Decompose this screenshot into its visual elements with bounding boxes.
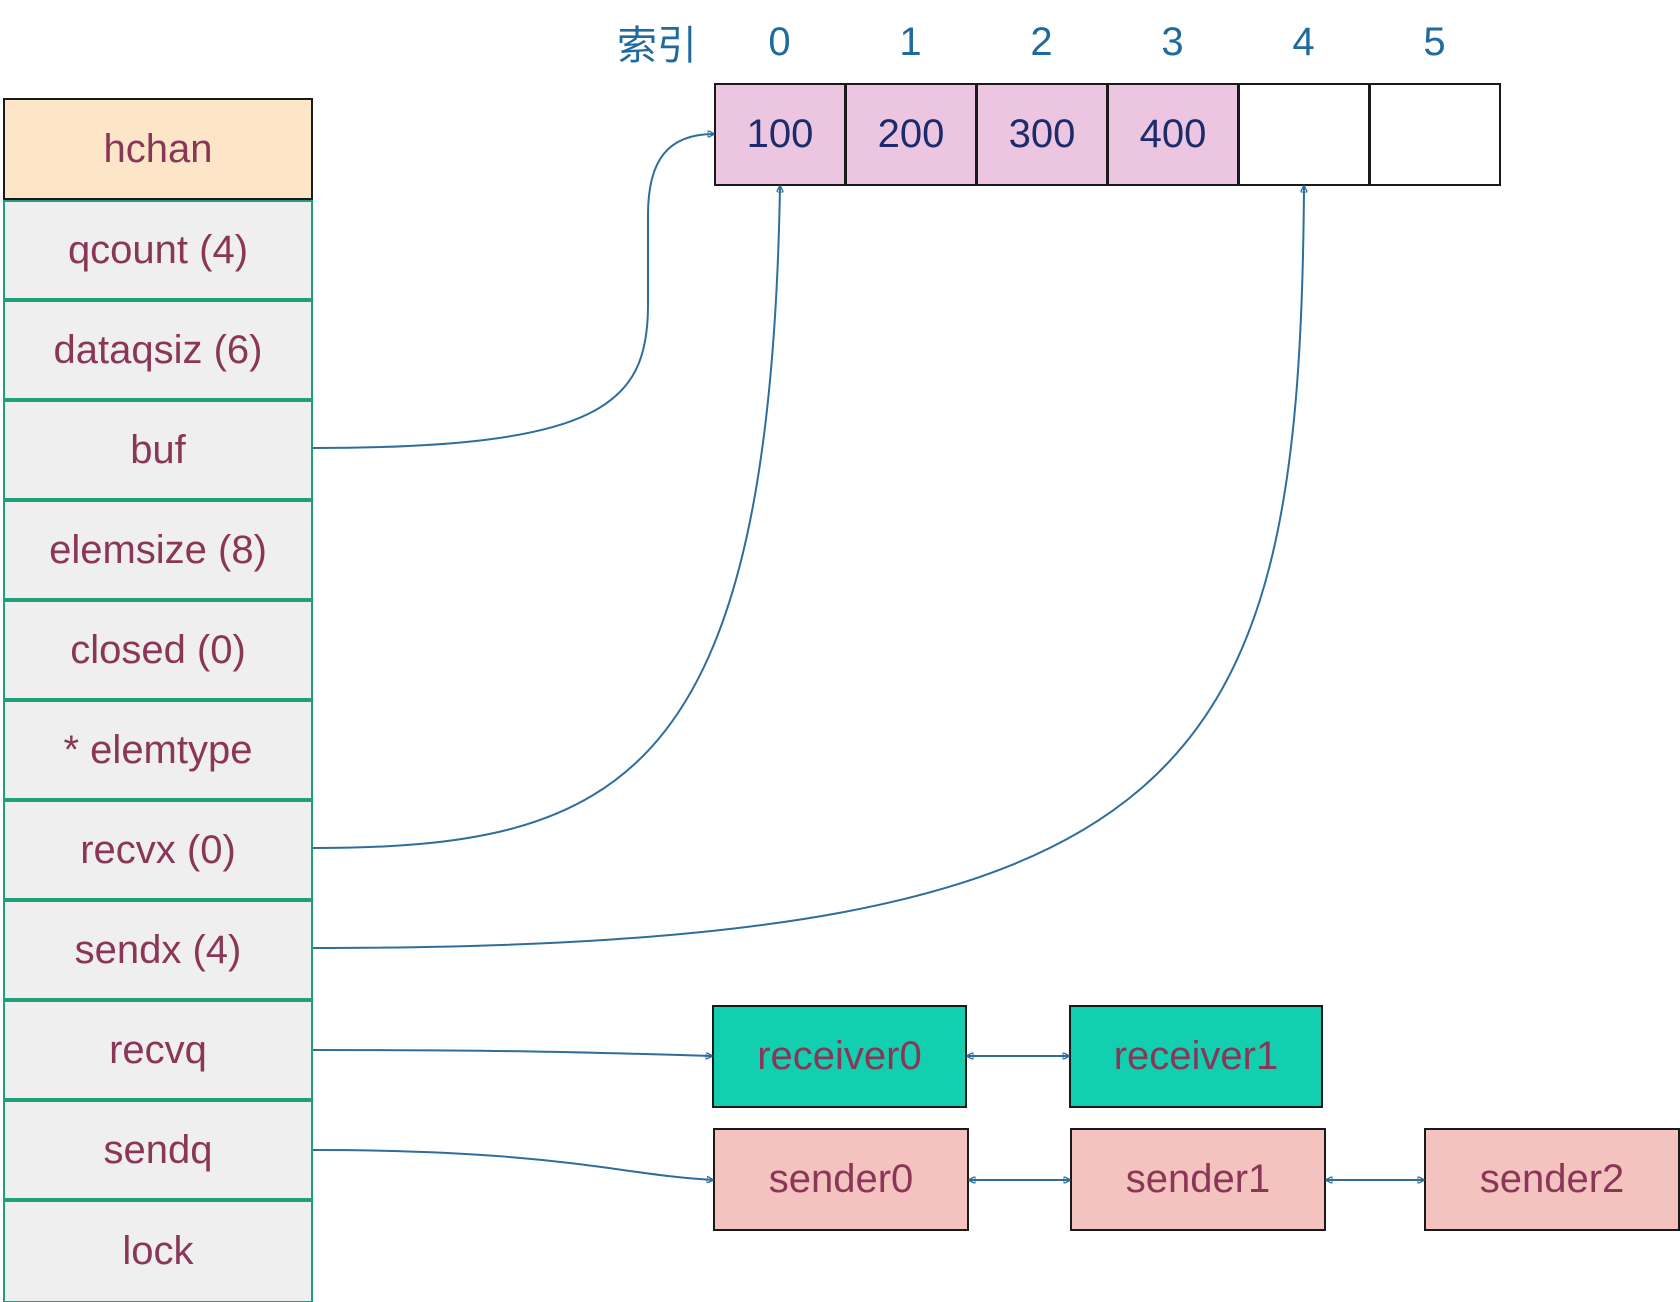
buffer-cell: 200 [845, 83, 977, 186]
sendq-pointer-arrow [312, 1149, 713, 1180]
field-label: buf [130, 427, 186, 472]
field-qcount: qcount (4) [3, 200, 313, 300]
index-label: 1 [899, 19, 922, 64]
field-lock: lock [3, 1200, 313, 1302]
field-elemsize: elemsize (8) [3, 500, 313, 600]
buffer-value: 400 [1139, 112, 1207, 156]
sendq-node: sender1 [1070, 1128, 1326, 1231]
field-recvx: recvx (0) [3, 800, 313, 900]
recvq-node-label: receiver1 [1113, 1034, 1279, 1078]
recvq-node: receiver1 [1069, 1005, 1323, 1108]
recvq-pointer-arrow [312, 1049, 712, 1056]
index-label: 3 [1161, 19, 1184, 64]
sendq-node-label: sender1 [1125, 1157, 1271, 1201]
field-label: lock [122, 1229, 194, 1273]
field-sendx: sendx (4) [3, 900, 313, 1000]
hchan-header: hchan [3, 98, 313, 200]
field-label: dataqsiz (6) [53, 327, 263, 372]
hchan-header-label: hchan [103, 126, 213, 171]
sendx-pointer-arrow [312, 186, 1304, 949]
recvq-node-label: receiver0 [757, 1034, 922, 1078]
field-label: elemsize (8) [49, 527, 267, 572]
index-label: 0 [768, 19, 791, 64]
buffer-cell [1369, 83, 1501, 186]
buffer-value: 200 [877, 112, 945, 156]
field-label: closed (0) [70, 627, 246, 672]
field-closed: closed (0) [3, 600, 313, 700]
field-label: sendx (4) [74, 927, 242, 972]
buffer-value: 300 [1008, 112, 1076, 156]
index-label: 4 [1292, 19, 1315, 64]
sendq-node: sender2 [1424, 1128, 1680, 1231]
buffer-cell: 100 [714, 83, 846, 186]
sendq-node: sender0 [713, 1128, 969, 1231]
field-label: * elemtype [63, 727, 253, 772]
field-label: recvq [109, 1027, 207, 1072]
field-sendq: sendq [3, 1100, 313, 1200]
sendq-node-label: sender2 [1479, 1157, 1625, 1201]
index-label: 5 [1423, 19, 1446, 64]
field-label: qcount (4) [67, 227, 249, 272]
buffer-cell: 400 [1107, 83, 1239, 186]
sendq-node-label: sender0 [768, 1157, 914, 1201]
recvx-pointer-arrow [312, 186, 780, 849]
recvq-node: receiver0 [712, 1005, 967, 1108]
buffer-cell [1238, 83, 1370, 186]
index-title: 索引 [617, 24, 697, 68]
buf-pointer-arrow [312, 134, 714, 449]
field-buf: buf [3, 400, 313, 500]
field-recvq: recvq [3, 1000, 313, 1100]
field-elemtype: * elemtype [3, 700, 313, 800]
field-label: sendq [103, 1127, 213, 1172]
buffer-value: 100 [746, 112, 814, 156]
buffer-cell: 300 [976, 83, 1108, 186]
index-label: 2 [1030, 19, 1053, 64]
field-label: recvx (0) [80, 827, 236, 872]
field-dataqsiz: dataqsiz (6) [3, 300, 313, 400]
